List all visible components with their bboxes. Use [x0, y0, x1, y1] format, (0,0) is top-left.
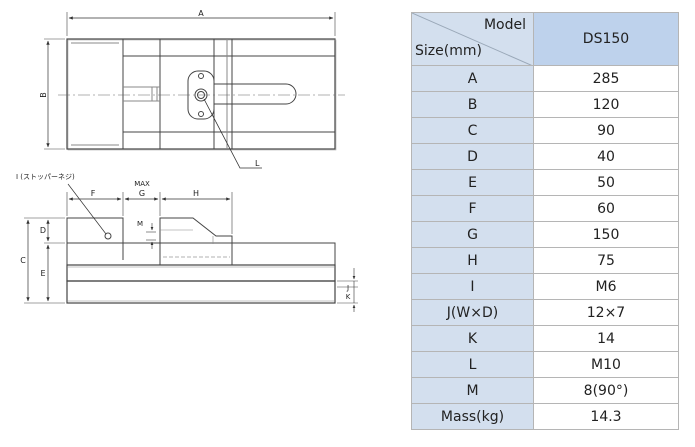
- dim-label-k: K: [346, 293, 351, 301]
- row-label: H: [411, 247, 534, 274]
- header-size-label: Size(mm): [415, 43, 482, 59]
- dim-label-b: B: [39, 92, 48, 98]
- row-value: M10: [533, 351, 679, 378]
- dimension-a: A: [66, 9, 336, 36]
- row-label: K: [411, 325, 534, 352]
- dimension-c-d-e: C D E: [20, 217, 65, 304]
- table-row: Mass(kg)14.3: [411, 403, 679, 430]
- row-value: 60: [533, 195, 679, 222]
- row-label: D: [411, 143, 534, 170]
- model-name: DS150: [533, 12, 679, 66]
- side-view: [66, 183, 336, 304]
- dimension-j-k: J K: [337, 268, 358, 312]
- row-value: 12×7: [533, 299, 679, 326]
- row-value: 150: [533, 221, 679, 248]
- dim-label-h: H: [193, 189, 199, 198]
- row-value: 285: [533, 65, 679, 92]
- corner-diagonal: [412, 13, 531, 65]
- row-label: Mass(kg): [411, 403, 534, 430]
- table-header-row: Model Size(mm) DS150: [411, 12, 679, 66]
- row-value: 8(90°): [533, 377, 679, 404]
- dim-label-f: F: [91, 189, 96, 198]
- dim-label-d: D: [40, 226, 46, 235]
- row-label: M: [411, 377, 534, 404]
- technical-drawing: A B L: [16, 9, 358, 312]
- dim-label-c: C: [20, 256, 26, 265]
- row-value: M6: [533, 273, 679, 300]
- table-row: J(W×D)12×7: [411, 299, 679, 326]
- header-model-label: Model: [483, 17, 526, 33]
- row-value: 120: [533, 91, 679, 118]
- row-value: 40: [533, 143, 679, 170]
- row-label: I: [411, 273, 534, 300]
- row-label: B: [411, 91, 534, 118]
- dim-label-m: M: [137, 220, 143, 228]
- row-value: 14.3: [533, 403, 679, 430]
- dim-label-max: MAX: [134, 180, 150, 188]
- row-label: G: [411, 221, 534, 248]
- row-label: E: [411, 169, 534, 196]
- top-view: [58, 38, 345, 169]
- row-label: L: [411, 351, 534, 378]
- row-value: 14: [533, 325, 679, 352]
- row-label: A: [411, 65, 534, 92]
- dim-label-l: L: [255, 159, 260, 168]
- row-label: F: [411, 195, 534, 222]
- dim-label-e: E: [40, 269, 45, 278]
- dimension-b: B: [39, 38, 65, 150]
- dim-label-i-stopper: I (ストッパーネジ): [16, 173, 75, 181]
- table-header-corner: Model Size(mm): [411, 12, 534, 66]
- dim-label-g: G: [139, 189, 145, 198]
- row-value: 75: [533, 247, 679, 274]
- dim-label-a: A: [198, 9, 204, 18]
- row-label: C: [411, 117, 534, 144]
- row-value: 50: [533, 169, 679, 196]
- dim-label-j: J: [346, 284, 349, 292]
- row-value: 90: [533, 117, 679, 144]
- dimension-f-g-h: F MAX G H: [66, 180, 233, 234]
- row-label: J(W×D): [411, 299, 534, 326]
